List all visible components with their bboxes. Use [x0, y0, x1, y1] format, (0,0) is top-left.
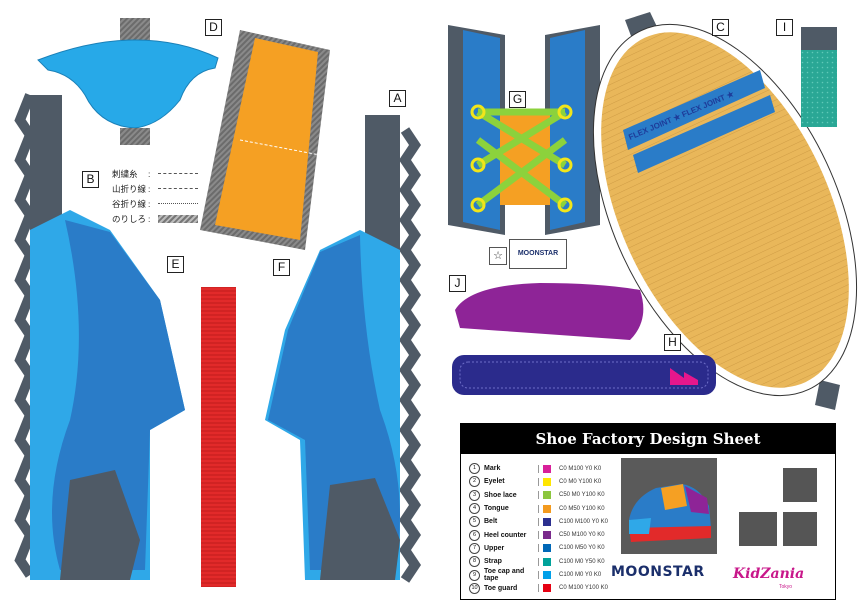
part-b-left-upper [14, 93, 185, 580]
part-a-right-upper [265, 115, 422, 583]
legend-text: 刺繍糸 [112, 168, 138, 179]
label-e: E [167, 256, 184, 273]
color-swatch [543, 557, 551, 566]
part-e-toe-guard [201, 287, 236, 587]
part-i-strap [801, 27, 837, 127]
legend-text: のりしろ [112, 213, 147, 224]
shoe-thumb-side [739, 512, 777, 546]
moonstar-logo-small: MOONSTAR [509, 239, 567, 269]
color-swatch [543, 571, 551, 580]
dash-dot-swatch [158, 188, 198, 189]
star-icon: ☆ [489, 247, 507, 265]
part-c-sole: FLEX JOINT ★ FLEX JOINT ★ [592, 12, 858, 410]
moonstar-logo: MOONSTAR [611, 564, 705, 580]
color-swatch [543, 477, 551, 486]
hatch-swatch [158, 214, 198, 223]
label-h: H [664, 334, 681, 351]
shoe-photo [621, 458, 717, 554]
dotted-swatch [158, 203, 198, 204]
label-d: D [205, 19, 222, 36]
legend-text: 谷折り線 [112, 198, 147, 209]
color-swatch [543, 531, 551, 540]
fold-legend: 刺繍糸: 山折り線: 谷折り線: のりしろ: [112, 166, 198, 226]
part-d-collar [37, 18, 219, 145]
color-swatch [543, 517, 551, 526]
label-a: A [389, 90, 406, 107]
legend-text: 山折り線 [112, 183, 147, 194]
color-swatch [543, 491, 551, 500]
sheet-title: Shoe Factory Design Sheet [461, 424, 835, 454]
label-g: G [509, 91, 526, 108]
shoe-thumb-top [783, 468, 817, 502]
part-f-tongue [200, 30, 330, 250]
color-swatch [543, 584, 551, 593]
kidzania-sub: Tokyo [779, 584, 793, 590]
label-f: F [273, 259, 290, 276]
label-c: C [712, 19, 729, 36]
dashed-swatch [158, 173, 198, 174]
color-swatch [543, 464, 551, 473]
part-g-lace-panel [448, 25, 600, 235]
label-j: J [449, 275, 466, 292]
color-swatch [543, 504, 551, 513]
kidzania-logo: KidZania [733, 566, 805, 582]
shoe-thumb-back [783, 512, 817, 546]
part-h-belt [452, 355, 716, 395]
part-j-heel-counter [455, 283, 644, 340]
label-b: B [82, 171, 99, 188]
label-i: I [776, 19, 793, 36]
color-swatch [543, 544, 551, 553]
